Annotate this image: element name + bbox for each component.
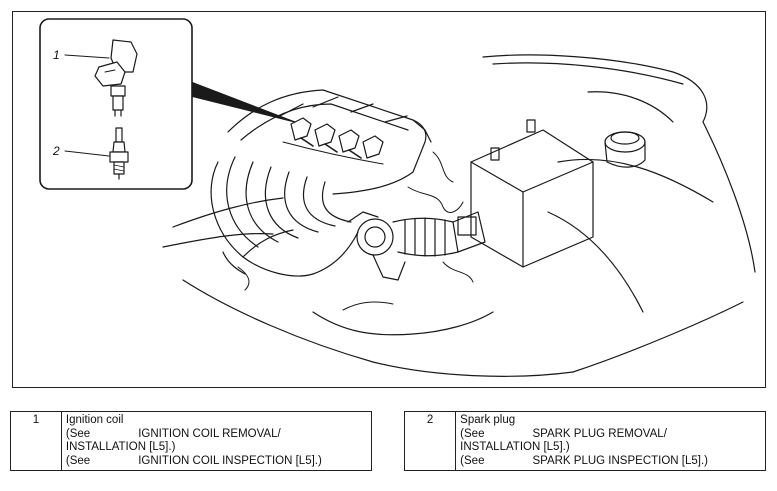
part-name: Ignition coil bbox=[65, 414, 124, 426]
inset-panel: 1 2 bbox=[39, 18, 193, 190]
ref-link-inspection[interactable]: SPARK PLUG INSPECTION [L5].) bbox=[532, 454, 708, 467]
engine-diagram: 1 2 bbox=[12, 11, 766, 388]
leader-wedge bbox=[190, 81, 296, 123]
air-intake-drawing bbox=[347, 211, 486, 281]
reservoir-drawing bbox=[604, 131, 646, 168]
legend-table-ignition-coil: 1 Ignition coil (See IGNITION COIL REMOVA… bbox=[10, 411, 373, 471]
ref-link-removal[interactable]: IGNITION COIL REMOVAL/ bbox=[138, 427, 281, 440]
legend-entry: Ignition coil (See IGNITION COIL REMOVAL/… bbox=[60, 411, 373, 471]
vehicle-body-outline bbox=[162, 54, 756, 377]
legend-entry: Spark plug (See SPARK PLUG REMOVAL/ INSTA… bbox=[455, 411, 766, 471]
intake-manifold-drawing bbox=[210, 156, 359, 277]
ignition-coil-part bbox=[94, 39, 138, 117]
engine-head-drawing bbox=[227, 89, 432, 195]
legend-number: 2 bbox=[403, 411, 457, 471]
ref-link-removal[interactable]: SPARK PLUG REMOVAL/ bbox=[532, 427, 667, 440]
see-prefix: (See bbox=[460, 454, 485, 467]
see-prefix: (See bbox=[65, 454, 91, 467]
legend-number: 1 bbox=[10, 411, 62, 471]
part-name: Spark plug bbox=[460, 414, 516, 426]
spark-plug-part bbox=[109, 127, 129, 180]
battery-drawing bbox=[470, 119, 594, 268]
callout-1: 1 bbox=[53, 48, 60, 62]
ref-link-inspection[interactable]: IGNITION COIL INSPECTION [L5].) bbox=[138, 454, 322, 467]
see-prefix: (See bbox=[65, 427, 91, 440]
ref-link-removal-cont[interactable]: INSTALLATION [L5].) bbox=[460, 441, 570, 453]
wiring-drawing bbox=[237, 151, 474, 291]
legend-table-spark-plug: 2 Spark plug (See SPARK PLUG REMOVAL/ INS… bbox=[403, 411, 766, 471]
ref-link-removal-cont[interactable]: INSTALLATION [L5].) bbox=[65, 441, 176, 453]
callout-2: 2 bbox=[52, 144, 60, 158]
see-prefix: (See bbox=[460, 427, 485, 440]
